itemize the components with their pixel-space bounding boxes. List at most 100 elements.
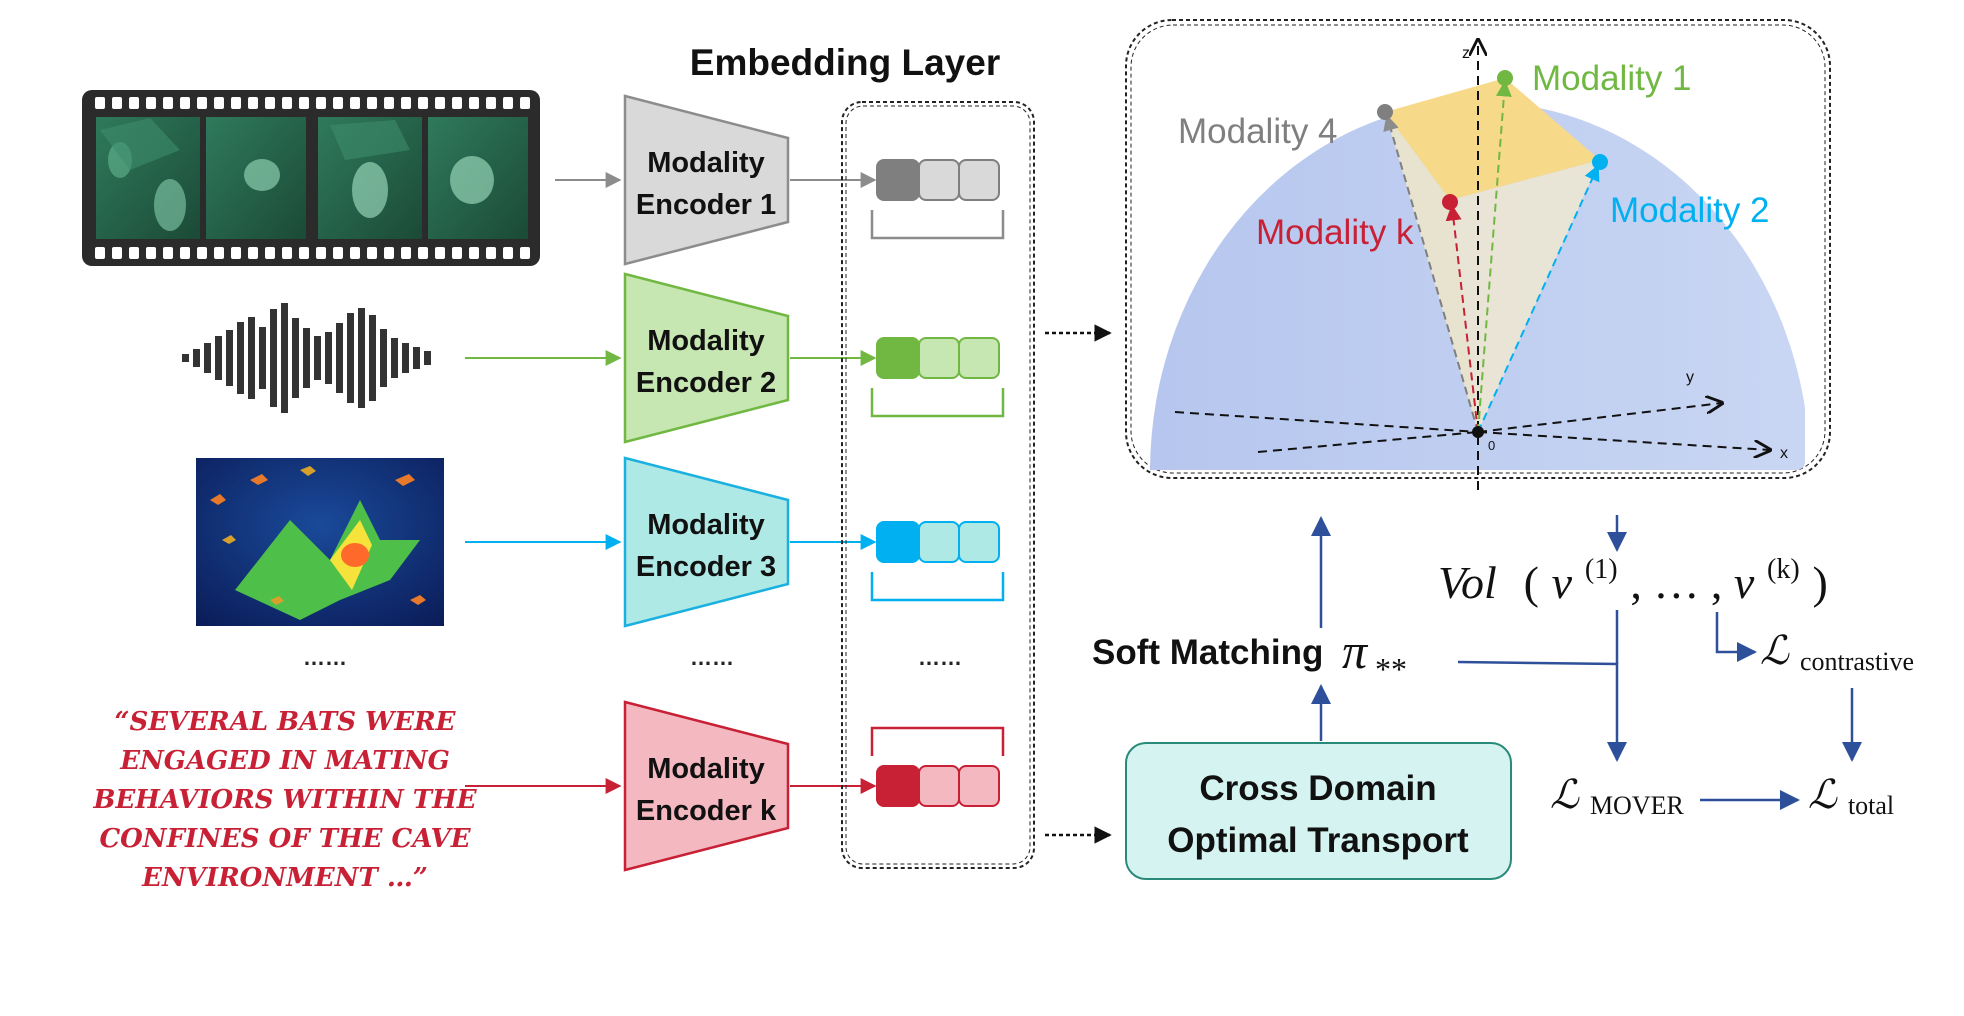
waveform-bar [347, 313, 354, 403]
film-hole [299, 97, 309, 109]
film-hole [367, 97, 377, 109]
film-hole [231, 247, 241, 259]
encoder-label-line2: Encoder 1 [636, 189, 776, 221]
vector-modality-1 [1477, 80, 1512, 433]
waveform-bar [248, 317, 255, 399]
film-hole [452, 247, 462, 259]
axis-y [1477, 403, 1722, 433]
loss-mover-symbol: ℒ [1550, 772, 1580, 817]
encoder-trapezoid [623, 700, 790, 872]
waveform-bar [292, 318, 299, 398]
embedding-cell-active [876, 765, 920, 807]
film-hole [163, 247, 173, 259]
vol-open: ( [1524, 557, 1539, 608]
film-hole [197, 97, 207, 109]
embedding-cell-active [876, 159, 920, 201]
film-hole [520, 247, 530, 259]
point-modality-2 [1592, 154, 1608, 170]
soft-matching-label: Soft Matching π ** [1092, 623, 1407, 687]
label-modality-1: Modality 1 [1532, 59, 1692, 98]
svg-text:ℒ total: ℒ total [1808, 772, 1894, 820]
point-modality-k [1442, 194, 1458, 210]
embedding-bracket [870, 726, 1005, 756]
embedding-cell [918, 521, 960, 563]
encoder-ellipsis: …… [690, 645, 734, 670]
label-modality-4: Modality 4 [1178, 112, 1338, 151]
ot-title-line2: Optimal Transport [1167, 821, 1469, 860]
film-hole [299, 247, 309, 259]
film-hole [486, 247, 496, 259]
film-hole [112, 247, 122, 259]
film-hole [146, 97, 156, 109]
embedding-bracket [870, 210, 1005, 240]
waveform-bar [391, 338, 398, 378]
axis-z-label: z [1462, 45, 1470, 62]
film-hole [520, 97, 530, 109]
axis-y-label: y [1686, 369, 1694, 386]
film-hole [180, 247, 190, 259]
embedding-cell [958, 337, 1000, 379]
film-hole [418, 97, 428, 109]
embedding-cell [958, 159, 1000, 201]
film-hole [129, 97, 139, 109]
loss-total: ℒ total [1808, 772, 1894, 820]
film-hole [282, 97, 292, 109]
embedding-cell-active [876, 337, 920, 379]
loss-contrastive-sub: contrastive [1800, 647, 1914, 676]
text-input-line: “SEVERAL BATS WERE [115, 707, 457, 737]
embedding-cell [958, 765, 1000, 807]
svg-text:Vol ( v (1): Vol ( v (1) , … , v (k) ) [1438, 536, 1828, 608]
waveform-bar [380, 329, 387, 387]
simplex-side-face [1450, 160, 1600, 432]
film-hole [265, 97, 275, 109]
waveform-bar [325, 332, 332, 384]
encoder-trapezoid [623, 456, 790, 628]
svg-text:ℒ MOVER: ℒ MOVER [1550, 772, 1684, 820]
loss-mover: ℒ MOVER [1550, 772, 1684, 820]
video-input-filmstrip [82, 90, 540, 266]
film-hole [163, 97, 173, 109]
loss-total-sub: total [1848, 791, 1894, 820]
waveform-bar [413, 347, 420, 369]
hypersphere-panel: z y x 0 Modality 1 Modality 2 Modality 4… [1125, 19, 1831, 490]
film-hole [282, 247, 292, 259]
volume-formula: Vol ( v (1) , … , v (k) ) [1438, 536, 1828, 608]
encoder-label-line1: Modality [647, 753, 765, 785]
embedding-vector-2 [870, 337, 1005, 418]
thermal-image-input [196, 458, 444, 626]
axis-y-back [1174, 411, 1479, 433]
film-hole [248, 97, 258, 109]
embedding-cell [958, 521, 1000, 563]
film-hole [197, 247, 207, 259]
waveform-bar [270, 309, 277, 407]
soft-matching-sub: ** [1375, 651, 1407, 687]
film-hole [350, 247, 360, 259]
embedding-vector-3 [870, 521, 1005, 602]
encoder-trapezoid [623, 94, 790, 266]
waveform-bar [369, 315, 376, 401]
film-hole [316, 247, 326, 259]
vector-modality-k [1445, 204, 1479, 433]
embedding-layer-box [841, 101, 1035, 869]
encoder-label-line1: Modality [647, 147, 765, 179]
film-hole [503, 97, 513, 109]
soft-matching-text: Soft Matching [1092, 633, 1323, 672]
soft-matching-pi: π [1342, 623, 1369, 679]
waveform-bar [226, 330, 233, 386]
film-hole [452, 97, 462, 109]
film-hole [265, 247, 275, 259]
film-hole [95, 97, 105, 109]
waveform-bar [402, 343, 409, 373]
vector-modality-4 [1383, 114, 1479, 433]
embedding-ellipsis: …… [918, 645, 962, 670]
embedding-vector-4 [870, 726, 1005, 807]
film-hole [129, 247, 139, 259]
loss-contrastive-symbol: ℒ [1760, 628, 1790, 673]
text-input-line: ENVIRONMENT …” [141, 863, 428, 893]
